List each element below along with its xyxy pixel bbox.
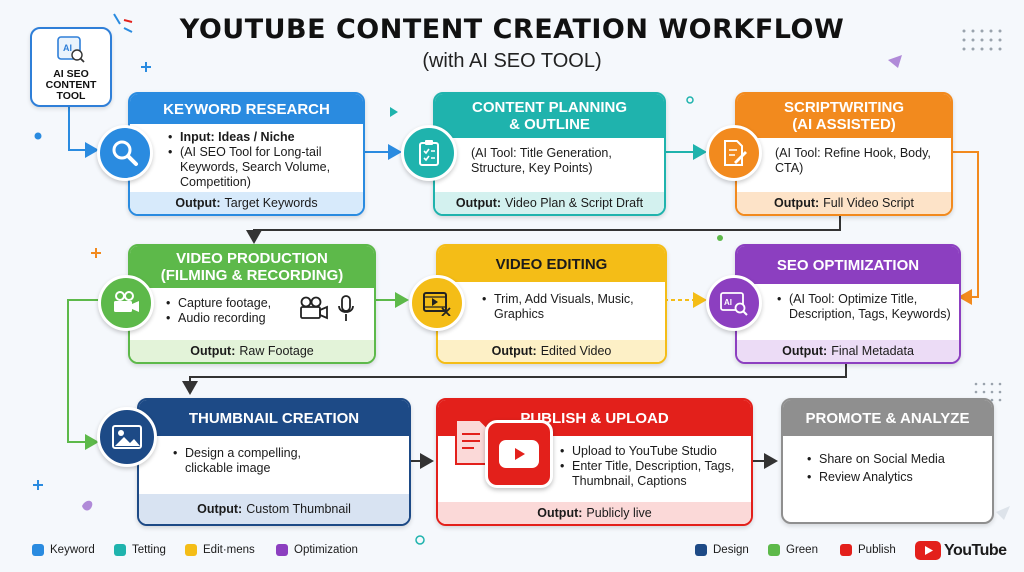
output-value: Full Video Script [823, 196, 914, 210]
legend-item-green: Green [768, 544, 818, 556]
connector-production-thumbnail [67, 299, 99, 450]
film-edit-icon [409, 275, 465, 331]
legend-item-design: Design [695, 544, 749, 556]
microphone-icon [338, 295, 354, 321]
output-value: Target Keywords [224, 196, 318, 210]
step-scriptwriting: SCRIPTWRITING (AI ASSISTED) (AI Tool: Re… [735, 92, 953, 216]
output-label: Output: [455, 196, 502, 210]
legend-item-publish: Publish [840, 544, 896, 556]
step-bullet: Share on Social Media [807, 450, 986, 468]
step-title: SEO OPTIMIZATION [737, 246, 959, 284]
step-title-line2: (AI ASSISTED) [792, 116, 896, 133]
step-bullet: Input: Ideas / Niche [168, 130, 357, 145]
legend-item-editmens: Edit·mens [185, 544, 255, 556]
connector-badge-keyword [68, 104, 99, 158]
legend-item-keyword: Keyword [32, 544, 95, 556]
legend-item-tetting: Tetting [114, 544, 166, 556]
output-label: Output: [175, 196, 221, 210]
step-video-production: VIDEO PRODUCTION (FILMING & RECORDING) C… [128, 244, 376, 364]
step-thumbnail-creation: THUMBNAIL CREATION Design a compelling, … [137, 398, 411, 526]
legend-swatch [768, 544, 780, 556]
step-bullet: Audio recording [166, 311, 368, 326]
badge-label-line1: AI SEO [53, 68, 89, 80]
connector-row2-row3 [182, 362, 847, 395]
document-pen-icon [706, 125, 762, 181]
ai-seo-tool-badge: AI AI SEO CONTENT TOOL [30, 27, 112, 107]
legend-swatch [840, 544, 852, 556]
step-title-line1: CONTENT PLANNING [472, 99, 627, 116]
svg-text:AI: AI [63, 43, 72, 53]
youtube-play-icon [485, 420, 553, 488]
ai-chip-icon: AI [57, 36, 85, 63]
output-value: Custom Thumbnail [246, 502, 351, 516]
step-bullet: Design a compelling, clickable image [173, 446, 349, 476]
step-publish-upload: PUBLISH & UPLOAD Upload to YouTube Studi… [436, 398, 753, 526]
output-label: Output: [197, 502, 243, 516]
step-promote-analyze: PROMOTE & ANALYZE Share on Social Media … [781, 398, 994, 524]
legend-item-optimization: Optimization [276, 544, 358, 556]
svg-text:AI: AI [724, 298, 732, 307]
step-bullet: Upload to YouTube Studio [560, 444, 745, 459]
step-bullet: (AI SEO Tool for Long-tail Keywords, Sea… [168, 145, 357, 190]
camera-icon [98, 275, 154, 331]
step-body: (AI Tool: Refine Hook, Body, CTA) [775, 146, 931, 175]
output-label: Output: [774, 196, 820, 210]
legend-swatch [114, 544, 126, 556]
step-keyword-research: KEYWORD RESEARCH Input: Ideas / Niche (A… [128, 92, 365, 216]
step-video-editing: VIDEO EDITING Trim, Add Visuals, Music, … [436, 244, 667, 364]
step-seo-optimization: SEO OPTIMIZATION (AI Tool: Optimize Titl… [735, 244, 961, 364]
legend-swatch [185, 544, 197, 556]
decoration-shapes [33, 13, 1010, 545]
page-title: YOUTUBE CONTENT CREATION WORKFLOW [179, 14, 845, 45]
youtube-logo-icon [915, 541, 941, 560]
step-title-line2: & OUTLINE [509, 116, 590, 133]
legend-swatch [695, 544, 707, 556]
search-icon [97, 125, 153, 181]
connector-row1-row2 [246, 214, 841, 244]
output-label: Output: [190, 344, 236, 358]
step-title: KEYWORD RESEARCH [130, 94, 363, 124]
step-bullet: Review Analytics [807, 468, 986, 486]
output-value: Publicly live [586, 506, 652, 520]
output-value: Edited Video [540, 344, 612, 358]
badge-label-line3: TOOL [56, 90, 86, 102]
youtube-wordmark: YouTube [944, 541, 1007, 559]
step-title: PROMOTE & ANALYZE [783, 400, 992, 436]
step-bullet: Enter Title, Description, Tags, Thumbnai… [560, 459, 745, 489]
image-icon [97, 407, 157, 467]
step-content-planning: CONTENT PLANNING & OUTLINE (AI Tool: Tit… [433, 92, 666, 216]
step-bullet: (AI Tool: Optimize Title, Description, T… [777, 292, 953, 322]
video-camera-icon [300, 296, 328, 320]
output-value: Video Plan & Script Draft [505, 196, 644, 210]
connector-scripting-seo [950, 151, 979, 305]
legend-swatch [276, 544, 288, 556]
output-value: Raw Footage [239, 344, 314, 358]
youtube-logo: YouTube [915, 541, 1007, 560]
output-label: Output: [782, 344, 828, 358]
step-title: THUMBNAIL CREATION [139, 400, 409, 436]
step-bullet: Trim, Add Visuals, Music, Graphics [482, 292, 657, 322]
legend-swatch [32, 544, 44, 556]
dot-grid-top-right [962, 29, 1002, 51]
step-title-line2: (FILMING & RECORDING) [160, 267, 344, 284]
step-bullet: Capture footage, [166, 296, 368, 311]
output-label: Output: [491, 344, 537, 358]
clipboard-icon [401, 125, 457, 181]
page-subtitle: (with AI SEO TOOL) [422, 50, 602, 72]
seo-search-icon: AI [706, 275, 762, 331]
step-title: VIDEO EDITING [438, 246, 665, 282]
step-body: (AI Tool: Title Generation, Structure, K… [471, 146, 612, 175]
output-value: Final Metadata [831, 344, 914, 358]
step-title-line1: SCRIPTWRITING [784, 99, 904, 116]
output-label: Output: [537, 506, 583, 520]
step-title-line1: VIDEO PRODUCTION [176, 250, 328, 267]
badge-label-line2: CONTENT [45, 79, 97, 91]
